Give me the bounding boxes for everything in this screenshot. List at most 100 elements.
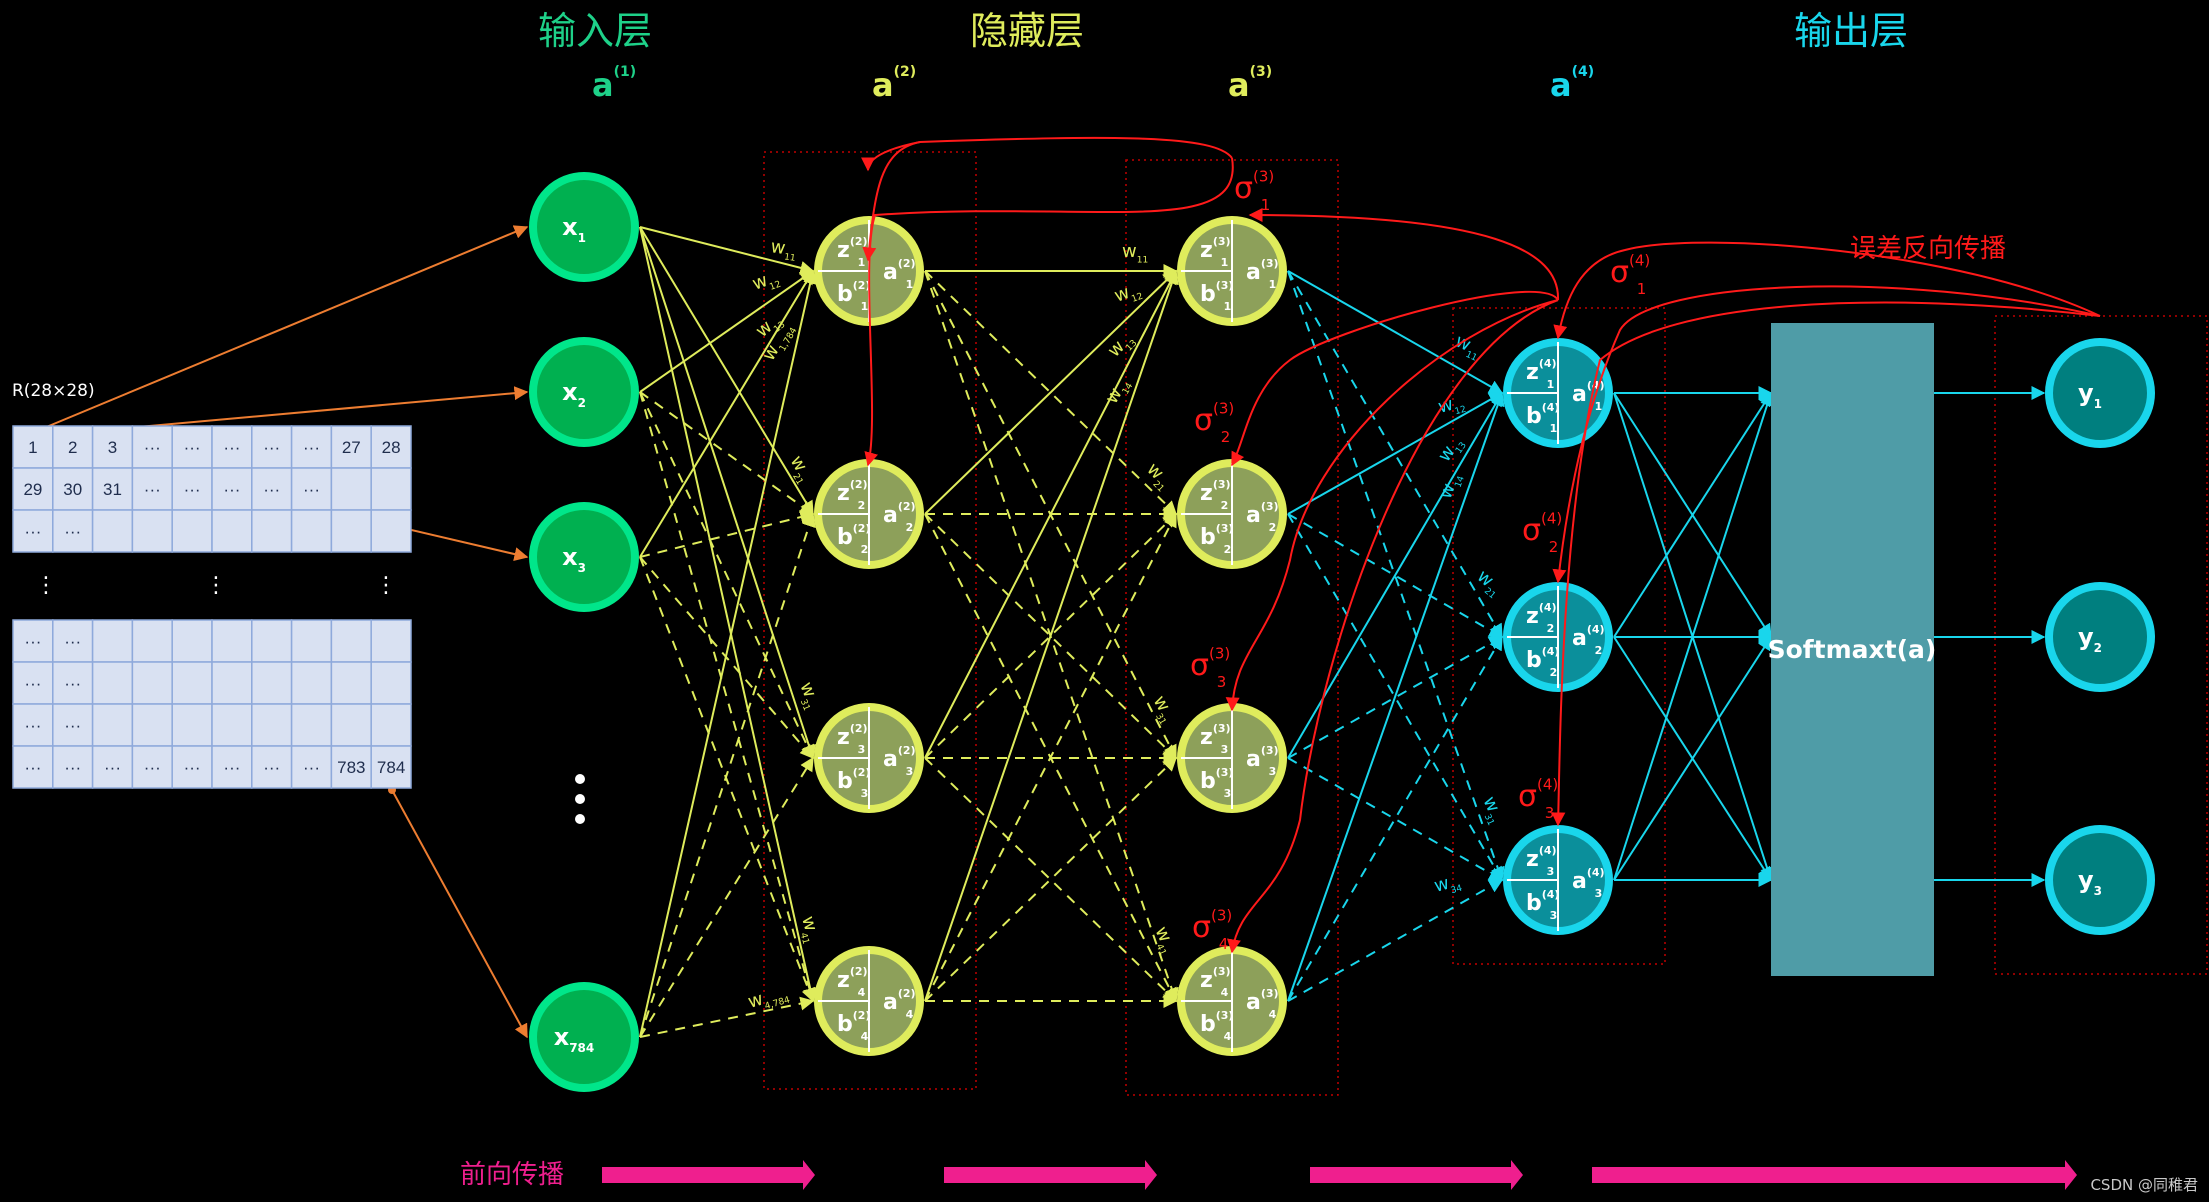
edge-h3-4-l4-1 (1287, 391, 1505, 1002)
sigma-2: σ(3)2 (1194, 400, 1234, 447)
matrix-cell: ··· (223, 480, 240, 499)
hidden3-node-1-a: a(3)1 (1246, 257, 1279, 291)
edge-h3-2-l4-1 (1287, 392, 1504, 515)
svg-text:x3: x3 (562, 543, 586, 575)
edge-x2-h2-1 (639, 270, 815, 393)
hidden3-node-2-a: a(3)2 (1246, 500, 1279, 534)
sigma-1: σ(3)1 (1234, 168, 1274, 215)
weight-l1-3: w13 (752, 309, 788, 345)
edge-h3-3-l4-3 (1287, 757, 1504, 881)
matrix-cell: ··· (144, 480, 161, 499)
backprop-curve-4 (1231, 290, 1559, 467)
weight-l3-4: w14 (1435, 470, 1467, 503)
backprop-curve-10 (861, 141, 921, 172)
edge-x1-h2-1 (639, 226, 815, 275)
network-nodes: x1x2x3x784z(2)1b(2)1a(2)1z(2)2b(2)2a(2)2… (529, 172, 2155, 1092)
forward-label: 前向传播 (460, 1160, 564, 1190)
edge-x4-h2-2 (639, 512, 816, 1038)
edge-h2-3-h3-4 (924, 757, 1178, 1002)
matrix-caption: R(28×28) (12, 381, 95, 401)
hidden2-node-3-b: b(2)3 (837, 766, 870, 800)
edge-h3-3-l4-2 (1287, 636, 1504, 759)
weight-labels: w11w12w13w1,784w21w31w41w4,784w11w12w13w… (746, 236, 1508, 1016)
edge-x1-h2-2 (639, 226, 814, 516)
matrix-cell: ··· (144, 438, 161, 457)
hidden2-node-1-b: b(2)1 (837, 279, 870, 313)
hidden2-node-3: z(2)3b(2)3a(2)3 (814, 703, 924, 813)
matrix-cell: ··· (223, 758, 240, 777)
input-node-1: x1 (529, 172, 639, 282)
layer4-node-3-z: z(4)3 (1526, 844, 1557, 878)
softmax-block (1771, 323, 1934, 976)
edge-h3-1-l4-1 (1287, 270, 1504, 394)
layer4-node-3: z(4)3b(4)3a(4)3 (1503, 825, 1613, 935)
edge-h2-1-h3-2 (924, 270, 1178, 515)
svg-text:x2: x2 (562, 378, 586, 410)
matrix-cell: ··· (184, 438, 201, 457)
forward-arrows (602, 1160, 2077, 1190)
backprop-curve-6 (1227, 299, 1559, 954)
edge-h2-2-h3-1 (924, 270, 1178, 515)
weight-l2-3: w13 (1104, 328, 1140, 364)
matrix-cell: 784 (377, 758, 405, 777)
hidden3-node-4: z(3)4b(3)4a(3)4 (1177, 946, 1287, 1056)
hidden2-group-box (763, 151, 977, 1090)
edge-h3-4-l4-2 (1287, 635, 1503, 1002)
layer4-node-1: z(4)1b(4)1a(4)1 (1503, 338, 1613, 448)
matrix-cell: 30 (63, 480, 82, 499)
matrix-cell: 783 (337, 758, 365, 777)
output-layer-title: 输出层 (1794, 9, 1908, 53)
hidden3-node-3-z: z(3)3 (1200, 722, 1231, 756)
hidden2-node-1-a: a(2)1 (883, 257, 916, 291)
weight-l1-6: w31 (792, 679, 824, 712)
matrix-cell: ··· (303, 758, 320, 777)
input-layer-title: 输入层 (538, 9, 652, 53)
weight-l1-8: w4,784 (746, 981, 792, 1016)
hidden2-node-4: z(2)4b(2)4a(2)4 (814, 946, 924, 1056)
matrix-cell: 29 (23, 480, 42, 499)
hidden2-node-4-a: a(2)4 (883, 987, 916, 1021)
weight-l3-3: w13 (1434, 432, 1469, 467)
edge-h3-3-l4-1 (1287, 391, 1503, 759)
hidden2-node-4-z: z(2)4 (837, 965, 868, 999)
hidden2-node-1-z: z(2)1 (837, 235, 868, 269)
weight-l2-1: w11 (1122, 241, 1148, 265)
matrix-vdots-1: ⋮ (35, 573, 57, 598)
weight-l3-1: w11 (1450, 330, 1484, 363)
edge-x4-h2-3 (639, 756, 814, 1038)
matrix-cell: 3 (108, 438, 117, 457)
hidden-layer-title: 隐藏层 (970, 9, 1084, 53)
matrix-cell: ··· (104, 758, 121, 777)
layer4-node-2-b: b(4)2 (1526, 645, 1559, 679)
layer4-node-2-z: z(4)2 (1526, 601, 1557, 635)
sigma-4: σ(3)4 (1192, 907, 1232, 954)
sigma-7: σ(4)3 (1518, 776, 1558, 823)
svg-text:y3: y3 (2078, 866, 2102, 898)
hidden3-group-box (1125, 159, 1339, 1096)
edge-l4-2-softmax-1 (1613, 391, 1772, 638)
hidden2-node-3-a: a(2)3 (883, 744, 916, 778)
hidden3-node-4-a: a(3)4 (1246, 987, 1279, 1021)
edge-x1-h2-4 (639, 226, 818, 1003)
backprop-curve-2 (864, 157, 1234, 467)
layer4-node-3-a: a(4)3 (1572, 866, 1605, 900)
weight-l3-6: w31 (1475, 793, 1508, 827)
layer-label-1: a(1) (592, 64, 636, 104)
edge-h3-4-l4-3 (1287, 879, 1504, 1002)
sigma-5: σ(4)1 (1610, 252, 1650, 299)
weight-l3-5: w21 (1471, 566, 1507, 602)
weight-l2-7: w41 (1147, 923, 1180, 957)
edge-x3-h2-4 (639, 556, 815, 1003)
edge-l4-3-softmax-2 (1613, 635, 1772, 881)
hidden3-node-1-z: z(3)1 (1200, 235, 1231, 269)
weight-l2-5: w21 (1140, 459, 1176, 495)
sigma-6: σ(4)2 (1522, 510, 1562, 557)
backprop-curve-9 (1551, 301, 2101, 827)
weight-l1-1: w11 (769, 236, 798, 264)
output-group-box (1994, 315, 2208, 975)
edge-x4-h2-1 (639, 269, 818, 1038)
matrix-cell: ··· (24, 674, 41, 693)
weight-l3-2: w12 (1436, 391, 1468, 421)
